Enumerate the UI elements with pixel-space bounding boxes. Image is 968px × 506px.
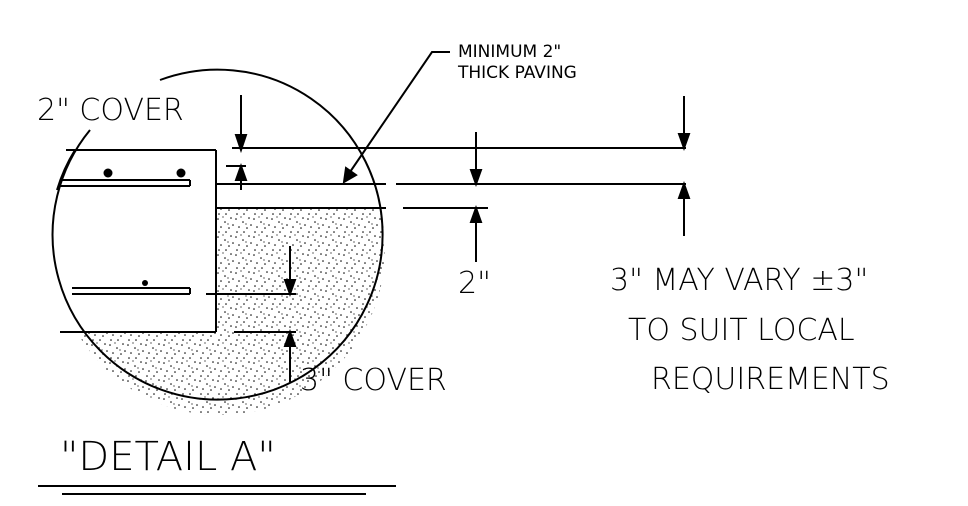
- concrete-base: [55, 208, 385, 415]
- top-cover-label: 2" COVER: [37, 93, 184, 128]
- dim-3in-arrows: [677, 96, 691, 236]
- rebar-bar-3: [142, 280, 148, 286]
- vary-note-line1: 3" MAY VARY ±3": [610, 263, 868, 298]
- paving-dimension-lines: [232, 147, 686, 209]
- slab-outline: [60, 149, 386, 333]
- vary-note-line2: TO SUIT LOCAL: [628, 313, 855, 348]
- rebar-bar-2: [176, 168, 186, 178]
- rebar-bottom: [72, 287, 191, 295]
- paving-note-line2: THICK PAVING: [457, 63, 577, 83]
- rebar-top: [60, 179, 191, 187]
- paving-note-line1: MINIMUM 2": [458, 42, 561, 62]
- top-cover-dimension: [226, 95, 248, 190]
- rebar-bar-1: [103, 168, 113, 178]
- detail-title: "DETAIL A": [60, 434, 276, 480]
- vary-note-line3: REQUIREMENTS: [651, 362, 890, 397]
- dim-2in-arrows: [469, 132, 483, 262]
- detail-title-underline: [38, 485, 396, 495]
- dim-2in-label: 2": [458, 266, 491, 301]
- bottom-cover-dimension: [206, 246, 297, 382]
- paving-leader: [342, 51, 450, 184]
- bottom-cover-label: 3" COVER: [300, 363, 447, 398]
- detail-circle: [51, 68, 384, 401]
